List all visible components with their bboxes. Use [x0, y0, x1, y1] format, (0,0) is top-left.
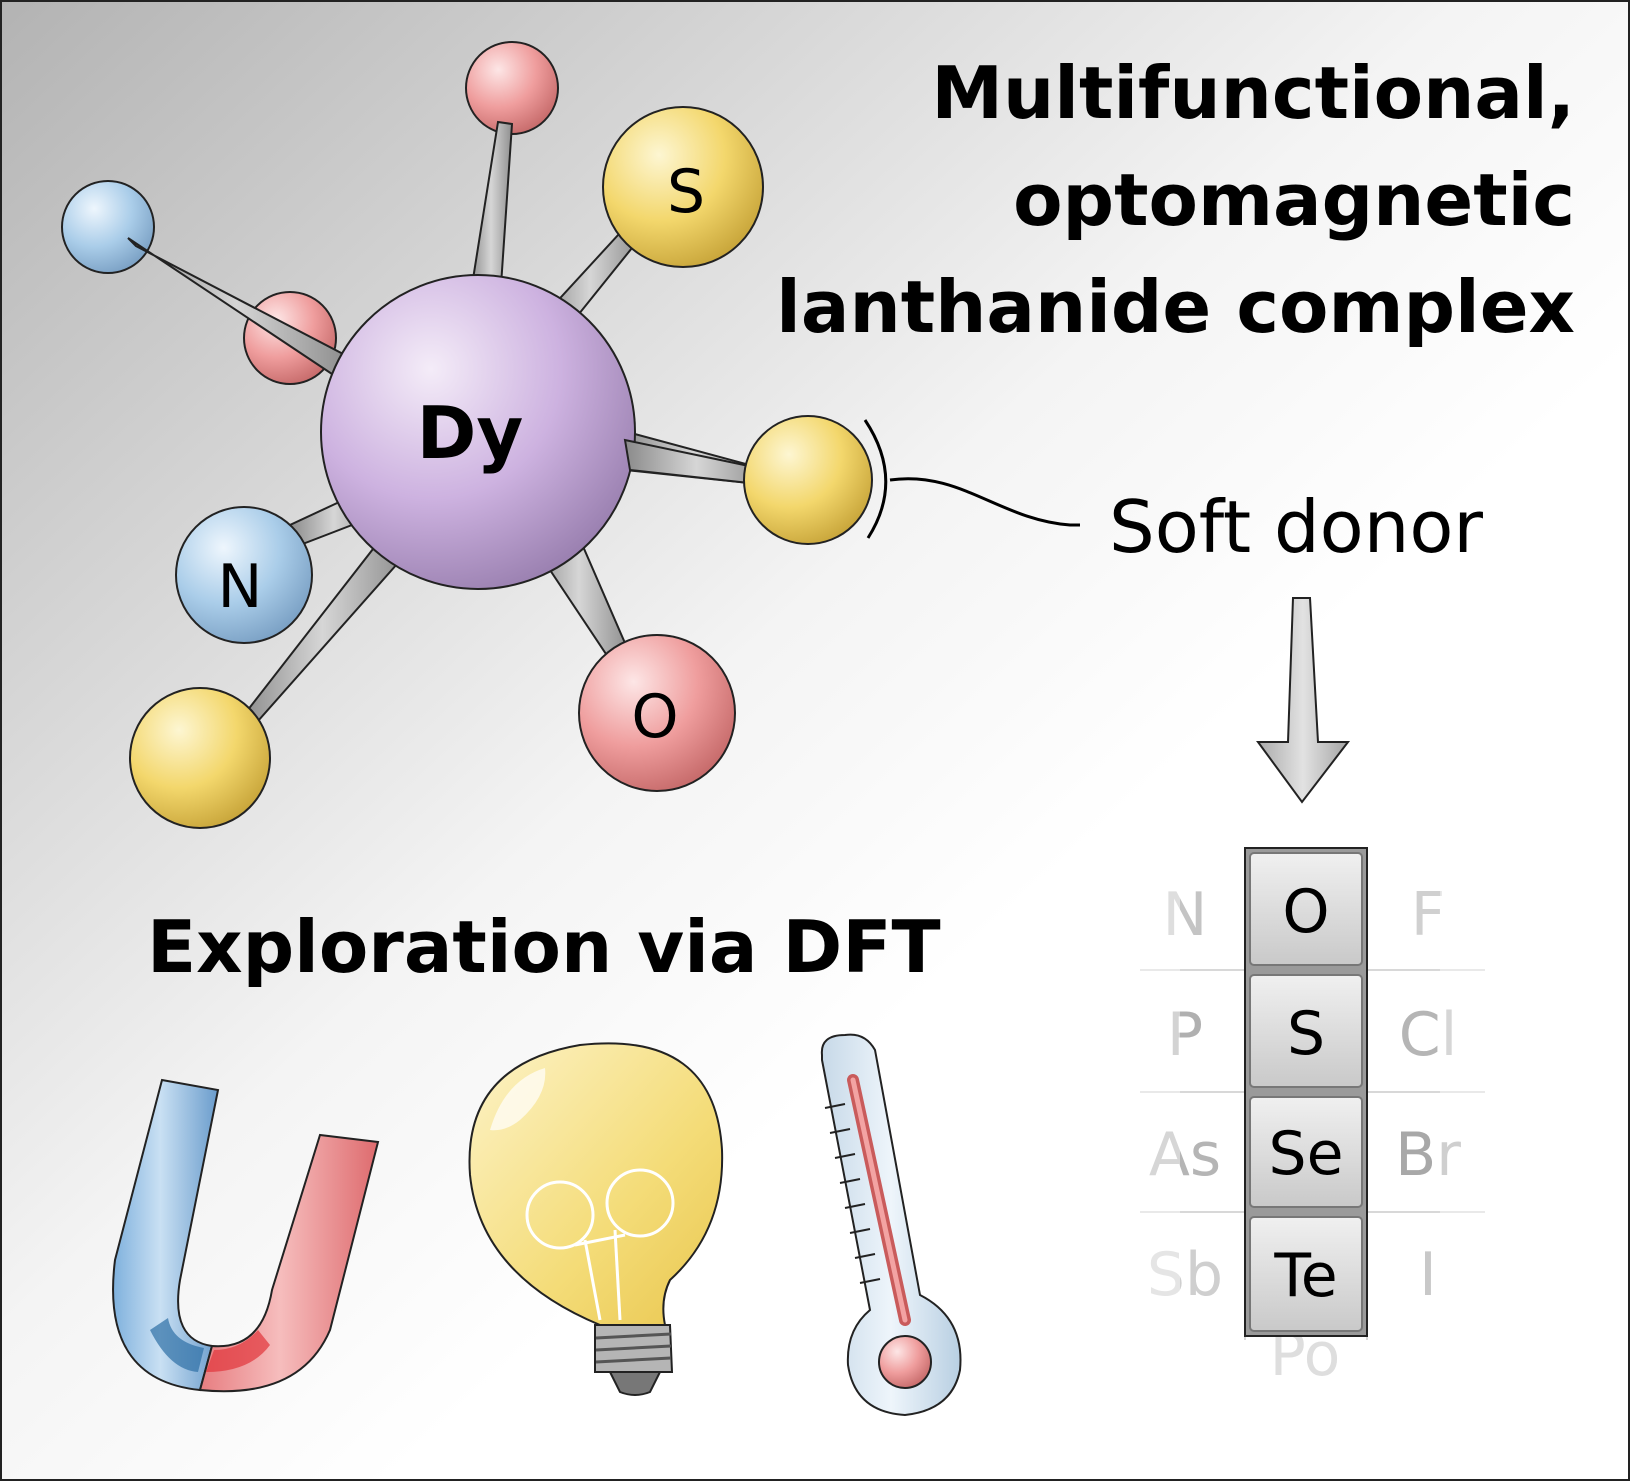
title-line-2: optomagnetic [1013, 158, 1575, 242]
pt-right-f: F [1411, 880, 1446, 950]
atom-dysprosium [320, 274, 636, 590]
atom-label-dy: Dy [417, 391, 524, 475]
pt-label-te: Te [1273, 1241, 1337, 1311]
periodic-table-fragment: N P As Sb F Cl Br I Po O S Se Te [1100, 845, 1500, 1390]
atom-oxygen-top [465, 41, 559, 135]
pt-cell-s [1249, 974, 1363, 1088]
pt-label-o: O [1282, 877, 1329, 947]
atom-sulfur-bottom [129, 687, 271, 829]
pt-cell-o [1249, 852, 1363, 966]
title-line-1: Multifunctional, [931, 51, 1575, 135]
down-arrow-icon [1256, 597, 1351, 804]
callout-label: Soft donor [1109, 485, 1483, 569]
thermometer-icon [820, 1033, 962, 1417]
pt-left-sb: Sb [1147, 1240, 1223, 1310]
molecule: Dy S N O [61, 41, 873, 829]
atom-nitrogen-top [61, 180, 155, 274]
atom-label-s: S [667, 157, 705, 227]
magnet-icon [112, 1078, 380, 1393]
pt-right-br: Br [1395, 1120, 1461, 1190]
atom-label-n: N [218, 552, 263, 622]
pt-label-s: S [1287, 999, 1325, 1069]
title-line-3: lanthanide complex [776, 265, 1575, 349]
pt-left-as: As [1149, 1120, 1221, 1190]
atom-oxygen [578, 634, 736, 792]
pt-right-cl: Cl [1399, 1000, 1458, 1070]
lightbulb-icon [468, 1042, 724, 1396]
pt-cell-se [1249, 1096, 1363, 1208]
atom-label-o: O [631, 682, 678, 752]
atom-sulfur-right [743, 415, 873, 545]
atom-sulfur-top [602, 106, 764, 268]
pt-label-se: Se [1269, 1119, 1344, 1189]
pt-left-n: N [1163, 880, 1208, 950]
pt-cell-te [1249, 1216, 1363, 1332]
atom-nitrogen [175, 506, 313, 644]
callout-line [889, 477, 1080, 527]
subtitle: Exploration via DFT [147, 905, 941, 989]
pt-right-i: I [1419, 1240, 1437, 1310]
pt-left-p: P [1167, 1000, 1203, 1070]
callout-bracket [863, 419, 888, 539]
